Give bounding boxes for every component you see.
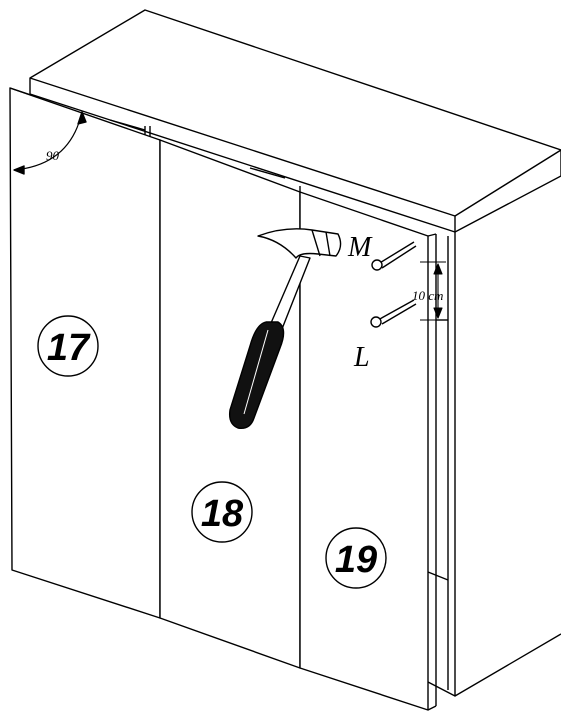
spacing-label: 10 cm xyxy=(412,288,443,303)
panel-18-number: 18 xyxy=(201,493,244,535)
panel-17-badge xyxy=(37,315,99,377)
door-panel-19 xyxy=(299,191,429,711)
angle-label: 90 xyxy=(46,148,60,163)
nail-label-upper: M xyxy=(347,232,373,263)
cabinet-right-side xyxy=(454,232,561,697)
nail-upper-icon xyxy=(371,241,417,271)
nail-lower-icon xyxy=(370,299,417,328)
panel-19-badge xyxy=(325,527,387,589)
panel-19-number: 19 xyxy=(335,539,377,581)
panel-17-number: 17 xyxy=(47,327,91,369)
hammer-grip xyxy=(228,321,285,429)
hammer-icon xyxy=(228,228,342,429)
spacing-dimension xyxy=(420,261,446,321)
nail-label-lower: L xyxy=(353,342,370,373)
panel-18-badge xyxy=(191,481,253,543)
angle-indicator xyxy=(13,111,87,175)
door-panel-18 xyxy=(159,139,301,669)
